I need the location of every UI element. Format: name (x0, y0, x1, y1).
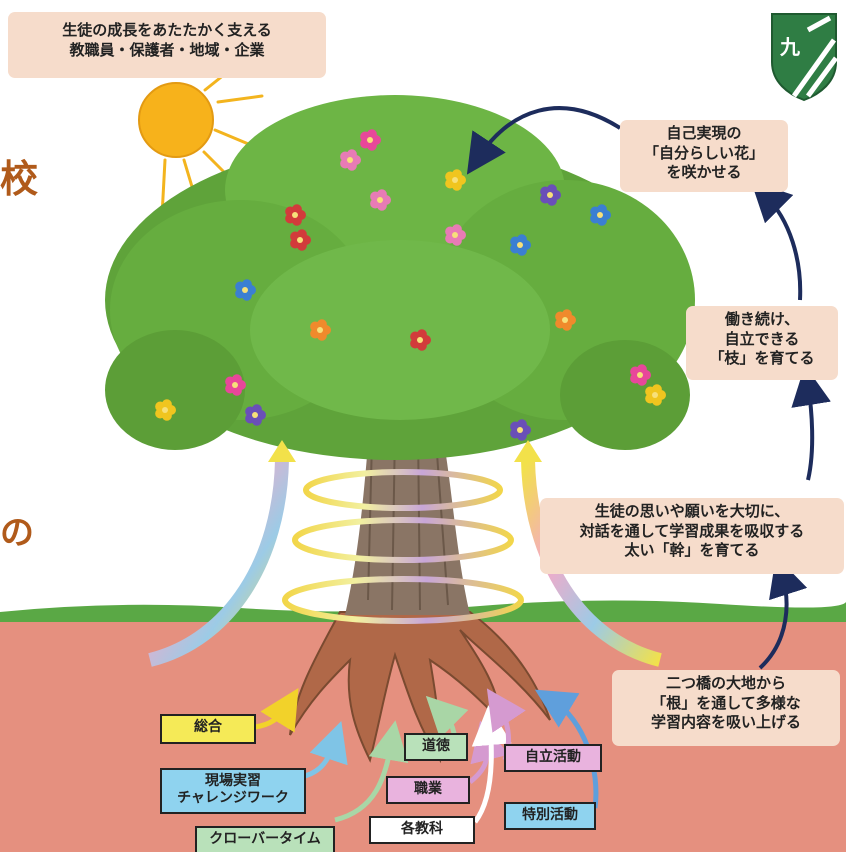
school-logo-icon: 九 (771, 13, 839, 102)
flower-icon (410, 329, 431, 351)
tag-dotoku: 道徳 (404, 733, 468, 761)
tag-tokubetsu: 特別活動 (504, 802, 596, 830)
flower-icon (290, 229, 311, 251)
step-branch-box: 働き続け、 自立できる 「枝」を育てる (686, 306, 838, 380)
step-flower-box: 自己実現の 「自分らしい花」 を咲かせる (620, 120, 788, 192)
title-fragment-kou: 校 (0, 157, 39, 201)
step-trunk-line-2: 対話を通して学習成果を吸収する (579, 521, 805, 540)
flower-icon (645, 384, 666, 406)
svg-text:九: 九 (779, 35, 800, 59)
flower-icon (225, 374, 246, 396)
tag-sogo: 総合 (160, 714, 256, 744)
step-root-line-2: 「根」を通して多様な (651, 693, 801, 712)
flower-icon (540, 184, 561, 206)
flower-icon (155, 399, 176, 421)
step-branch-line-1: 働き続け、 (724, 310, 800, 328)
flower-icon (590, 204, 611, 226)
flower-icon (310, 319, 331, 341)
title-fragment-no: の (0, 513, 34, 553)
step-flower-line-1: 自己実現の (666, 124, 742, 142)
step-flower-line-2: 「自分らしい花」 (643, 143, 764, 162)
tag-jiritsu: 自立活動 (504, 744, 602, 772)
tag-kakukyouka: 各教科 (369, 816, 475, 844)
step-trunk-line-3: 太い「幹」を育てる (624, 541, 760, 559)
support-line-1: 生徒の成長をあたたかく支える (62, 21, 272, 39)
step-root-line-1: 二つ橋の大地から (665, 674, 786, 692)
flower-icon (555, 309, 576, 331)
tag-clover: クローバータイム (195, 826, 335, 852)
right-growth-arrow (521, 459, 662, 667)
flower-icon (155, 129, 666, 441)
trunk-rings (282, 469, 524, 624)
flower-icon (285, 204, 306, 226)
flower-icon (445, 224, 466, 246)
left-growth-arrow (148, 459, 289, 667)
tag-genba-line-2: チャレンジワーク (177, 789, 289, 806)
flower-icon (630, 364, 651, 386)
cycle-arrows (466, 106, 831, 670)
step-root-box: 二つ橋の大地から 「根」を通して多様な 学習内容を吸い上げる (612, 670, 840, 746)
flower-icon (235, 279, 256, 301)
support-line-2: 教職員・保護者・地域・企業 (69, 40, 265, 59)
flower-icon (340, 149, 361, 171)
step-branch-line-3: 「枝」を育てる (709, 349, 815, 367)
flower-icon (510, 419, 531, 441)
step-trunk-box: 生徒の思いや願いを大切に、 対話を通して学習成果を吸収する 太い「幹」を育てる (540, 498, 844, 574)
flower-icon (360, 129, 381, 151)
tag-shokugyo: 職業 (386, 776, 470, 804)
step-trunk-line-1: 生徒の思いや願いを大切に、 (594, 502, 790, 520)
flower-icon (445, 169, 466, 191)
tag-genba-line-1: 現場実習 (205, 773, 261, 789)
flower-icon (245, 404, 266, 426)
support-box: 生徒の成長をあたたかく支える 教職員・保護者・地域・企業 (8, 12, 326, 78)
step-flower-line-3: を咲かせる (666, 163, 742, 181)
flower-icon (510, 234, 531, 256)
flower-icon (370, 189, 391, 211)
step-root-line-3: 学習内容を吸い上げる (650, 713, 801, 731)
step-branch-line-2: 自立できる (724, 329, 800, 348)
tag-genba: 現場実習 チャレンジワーク (160, 768, 306, 814)
